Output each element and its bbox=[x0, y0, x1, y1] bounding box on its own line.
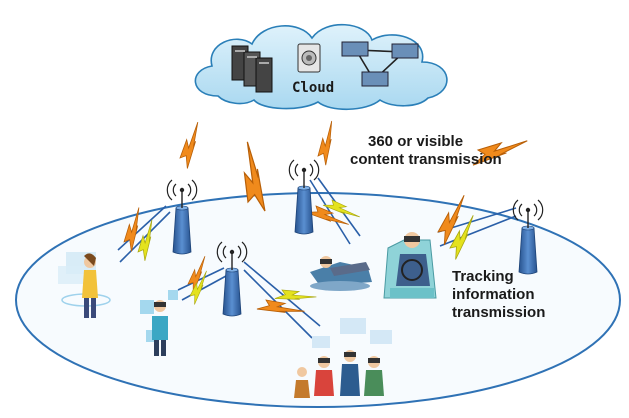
vr-user-standing-icon bbox=[58, 252, 111, 318]
tracking-label-line2: information bbox=[452, 286, 535, 303]
network-nodes-icon bbox=[341, 41, 419, 87]
server-rack-icon bbox=[231, 45, 273, 93]
vr-user-group-icon bbox=[294, 318, 392, 398]
vr-user-reclining-icon bbox=[310, 256, 372, 291]
content-label-line1: 360 or visible bbox=[368, 133, 464, 150]
content-transmission-label: 360 or visible content transmission bbox=[350, 133, 502, 169]
cloud-label: Cloud bbox=[292, 80, 335, 96]
tracking-transmission-label: Tracking information transmission bbox=[452, 268, 545, 322]
vr-user-headset-icon bbox=[140, 290, 178, 356]
tracking-label-line3: transmission bbox=[452, 304, 546, 321]
tracking-label-line1: Tracking bbox=[452, 268, 514, 285]
vr-user-seated-icon bbox=[383, 232, 437, 299]
storage-icon bbox=[297, 43, 321, 73]
content-label-line2: content transmission bbox=[350, 151, 502, 168]
